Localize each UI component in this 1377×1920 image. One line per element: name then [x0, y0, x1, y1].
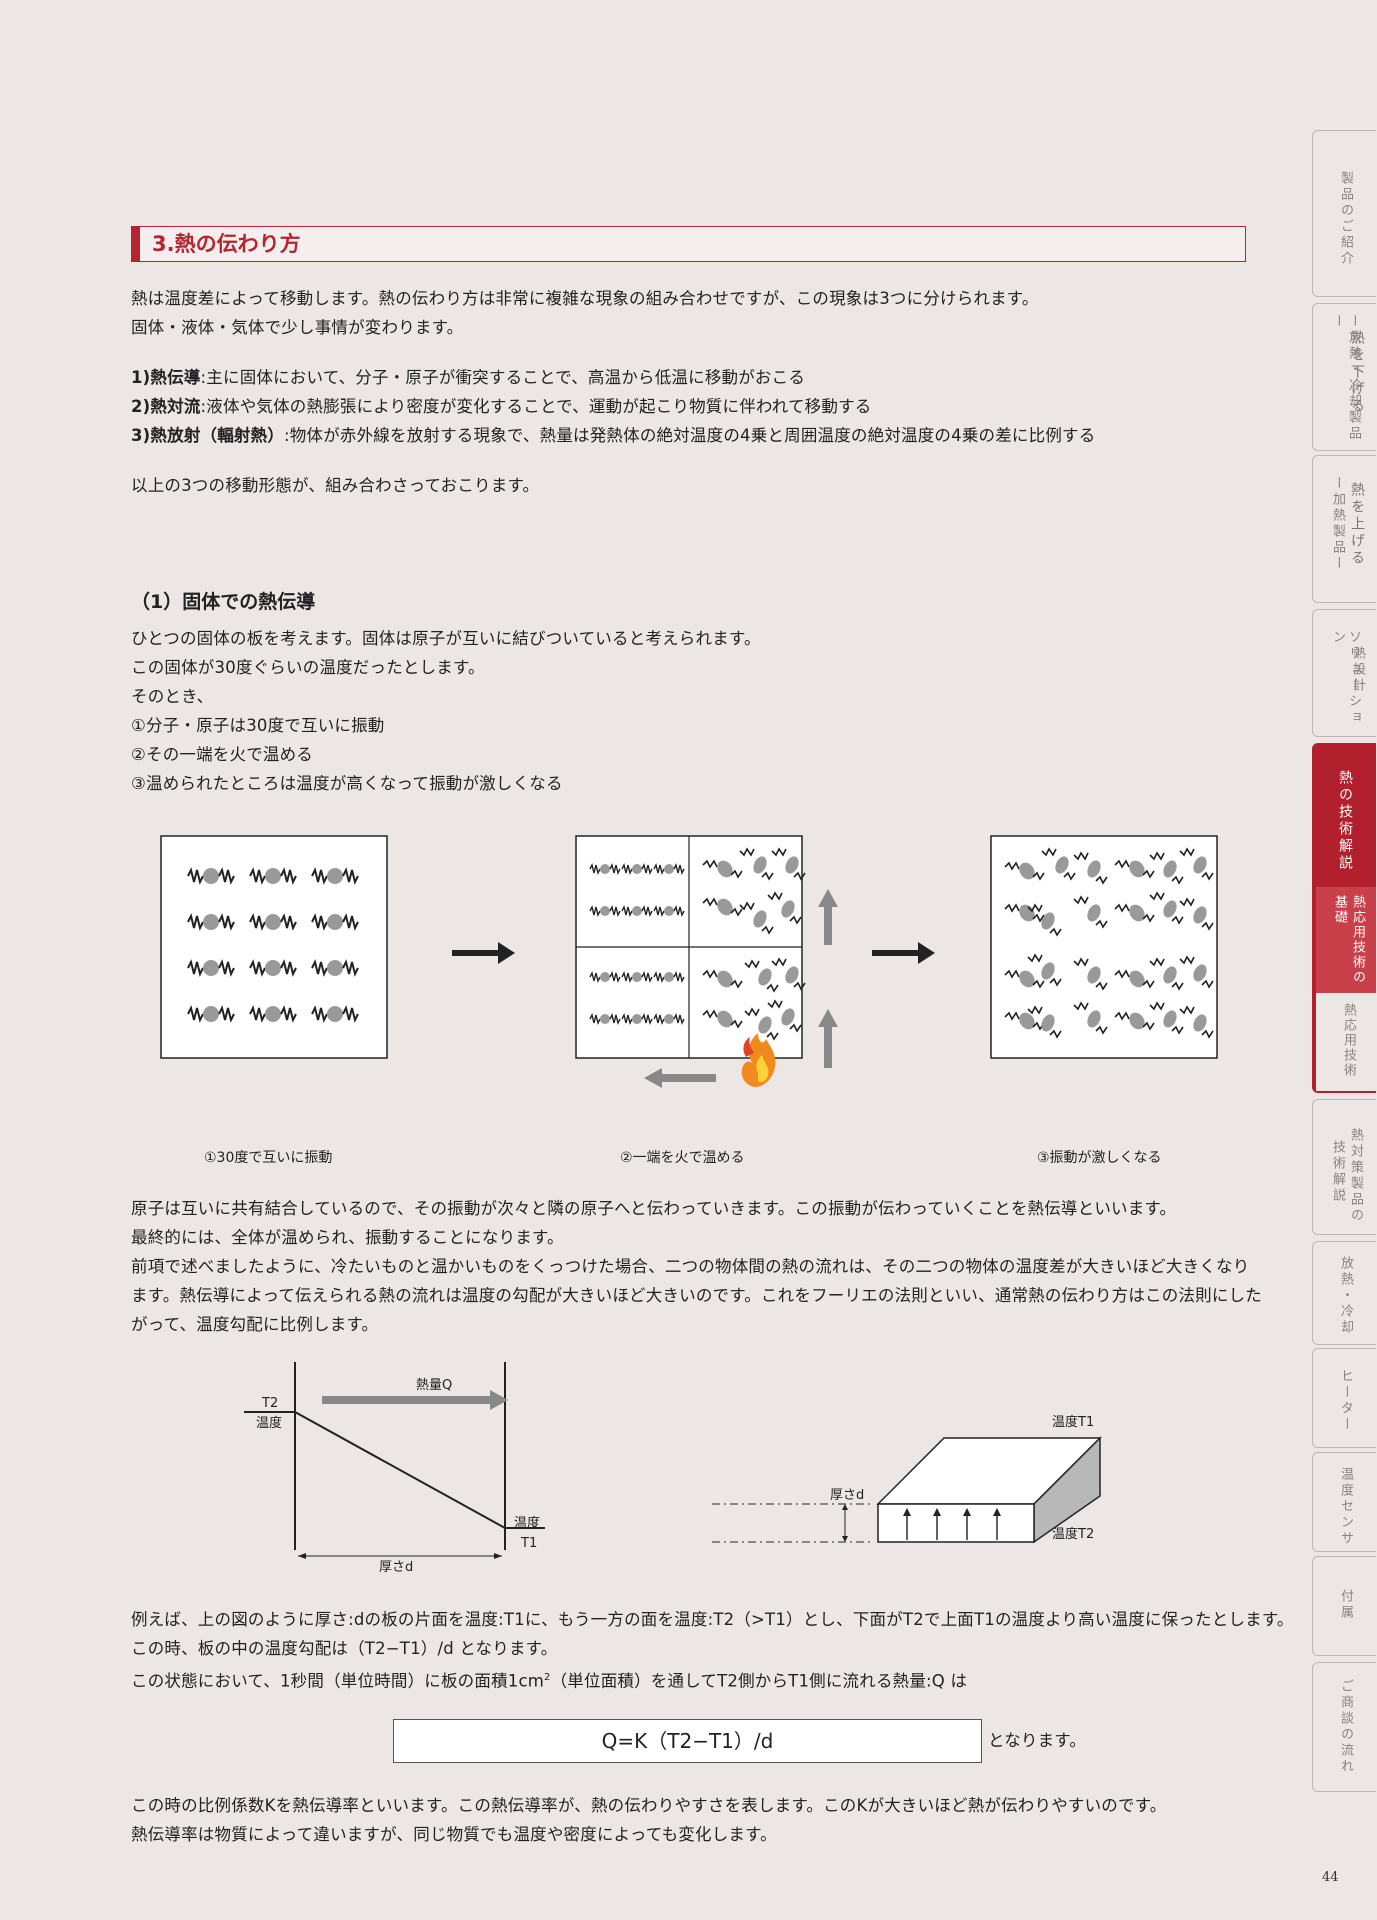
tab-cooling[interactable]: 放熱・冷却 [1312, 1241, 1376, 1345]
intro-line: 固体・液体・気体で少し事情が変わります。 [131, 318, 464, 337]
box-state-1 [160, 835, 388, 1059]
tab-cooling-products[interactable]: 熱を下げる ー放熱・冷却製品ー [1312, 303, 1376, 451]
subtab-label: 熱応用技術 [1341, 1003, 1356, 1078]
tab-sublabel: ー放熱・冷却製品ー [1330, 314, 1361, 442]
subtab-basics[interactable]: 熱応用技術の 基礎 [1316, 887, 1376, 993]
t2-label: T2 [262, 1396, 279, 1411]
example-text: （単位面積）を通してT2側からT1側に流れる熱量:Q は [550, 1671, 968, 1691]
box-state-2 [575, 835, 806, 1059]
tab-thermal-design[interactable]: 熱設計 ソリューション [1312, 609, 1376, 737]
tab-sublabel: 技術解説 [1330, 1140, 1345, 1204]
figure-caption-3: ③振動が激しくなる [1037, 1150, 1162, 1166]
tab-heating-products[interactable]: 熱を上げる ー加熱製品ー [1312, 455, 1376, 603]
section-header: 3.熱の伝わり方 [131, 226, 1246, 262]
tab-countermeasure-products[interactable]: 熱対策製品の 技術解説 [1312, 1099, 1376, 1235]
mode-label: 2)熱対流 [131, 397, 201, 416]
superscript: 2 [544, 1672, 551, 1683]
arrow-right-icon [872, 942, 935, 964]
explanation-line: がって、温度勾配に比例します。 [131, 1315, 379, 1334]
mode-label: 3)熱放射（輻射熱） [131, 426, 285, 445]
mode-text: :主に固体において、分子・原子が衝突することで、高温から低温に移動がおこる [200, 368, 806, 387]
figure-caption-1: ①30度で互いに振動 [204, 1150, 333, 1166]
mode-text: :液体や気体の熱膨張により密度が変化することで、運動が起こり物質に伴われて移動す… [200, 397, 872, 416]
mode-item: 2)熱対流:液体や気体の熱膨張により密度が変化することで、運動が起こり物質に伴わ… [131, 392, 1095, 421]
mode-text: :物体が赤外線を放射する現象で、熱量は発熱体の絶対温度の4乗と周囲温度の絶対温度… [284, 426, 1096, 445]
subtab-applied-tech[interactable]: 熱応用技術 [1316, 993, 1376, 1091]
intro-line: 熱は温度差によって移動します。熱の伝わり方は非常に複雑な現象の組み合わせですが、… [131, 289, 1039, 308]
tab-negotiation-flow[interactable]: ご商談の流れ [1312, 1662, 1376, 1792]
arrow-up-icon [818, 889, 838, 945]
flame-icon [741, 1033, 776, 1087]
tab-heater[interactable]: ヒーター [1312, 1348, 1376, 1448]
modes-list: 1)熱伝導:主に固体において、分子・原子が衝突することで、高温から低温に移動がお… [131, 363, 1095, 450]
subsection-line: そのとき、 [131, 687, 214, 706]
temp-t2-label: 温度T2 [1052, 1527, 1095, 1542]
t1-label: T1 [521, 1536, 538, 1551]
explanation-paragraph: 原子は互いに共有結合しているので、その振動が次々と隣の原子へと伝わっていきます。… [131, 1194, 1262, 1339]
formula-suffix: となります。 [988, 1731, 1087, 1750]
arrow-up-icon [818, 1009, 838, 1068]
temperature-gradient-diagram [244, 1362, 545, 1559]
tab-label: ご商談の流れ [1338, 1679, 1353, 1775]
section-title: 3.熱の伝わり方 [152, 232, 301, 256]
figure-caption-2: ②一端を火で温める [620, 1150, 745, 1166]
subsection-title: （1）固体での熱伝導 [131, 591, 316, 613]
tab-label: ヒーター [1338, 1369, 1353, 1433]
box-state-3 [990, 835, 1218, 1059]
mode-item: 3)熱放射（輻射熱）:物体が赤外線を放射する現象で、熱量は発熱体の絶対温度の4乗… [131, 421, 1095, 450]
tab-label: 熱対策製品の [1348, 1128, 1363, 1224]
example-paragraph: 例えば、上の図のように厚さ:dの板の片面を温度:T1に、もう一方の面を温度:T2… [131, 1605, 1294, 1696]
tab-label: 熱の技術解説 [1337, 770, 1353, 872]
heat-label: 熱量Q [416, 1378, 453, 1393]
tab-accessory[interactable]: 付属 [1312, 1556, 1376, 1656]
section-header-bar [132, 227, 140, 261]
arrow-left-icon [644, 1068, 716, 1088]
page-number: 44 [1322, 1870, 1339, 1885]
tab-temp-sensor[interactable]: 温度センサ [1312, 1452, 1376, 1552]
subsection-line: ひとつの固体の板を考えます。固体は原子が互いに結びついていると考えられます。 [131, 629, 761, 648]
subsection-line: ①分子・原子は30度で互いに振動 [131, 716, 385, 735]
tab-label: 熱を上げる [1349, 482, 1365, 567]
plate-thickness-label: 厚さd [830, 1488, 865, 1503]
explanation-line: ます。熱伝導によって伝えられる熱の流れは温度の勾配が大きいほど大きいのです。これ… [131, 1286, 1262, 1305]
formula-box: Q=K（T2−T1）/d [393, 1719, 982, 1763]
example-line: この時、板の中の温度勾配は（T2−T1）/d となります。 [131, 1639, 558, 1658]
mode-label: 1)熱伝導 [131, 368, 201, 387]
thickness-label: 厚さd [379, 1560, 414, 1575]
conclusion-line: この時の比例係数Kを熱伝導率といいます。この熱伝導率が、熱の伝わりやすさを表しま… [131, 1796, 1167, 1815]
subsection-paragraph: ひとつの固体の板を考えます。固体は原子が互いに結びついていると考えられます。 こ… [131, 624, 761, 798]
temp-left-label: 温度 [256, 1416, 283, 1431]
vibration-diagram [160, 835, 1218, 1088]
example-line: この状態において、1秒間（単位時間）に板の面積1cm2（単位面積）を通してT2側… [131, 1663, 1294, 1696]
subsection-line: この固体が30度ぐらいの温度だったとします。 [131, 658, 485, 677]
subtab-sublabel: 基礎 [1332, 895, 1347, 925]
tab-label: 熱設計 [1350, 646, 1365, 694]
tab-label: 製品のご紹介 [1338, 171, 1353, 267]
temp-right-label: 温度 [514, 1516, 541, 1531]
tab-label: 付属 [1338, 1589, 1353, 1621]
example-line: 例えば、上の図のように厚さ:dの板の片面を温度:T1に、もう一方の面を温度:T2… [131, 1610, 1294, 1629]
tab-label: 温度センサ [1338, 1467, 1353, 1547]
intro-paragraph: 熱は温度差によって移動します。熱の伝わり方は非常に複雑な現象の組み合わせですが、… [131, 284, 1039, 342]
tab-label: 熱を下げる [1349, 330, 1365, 415]
explanation-line: 最終的には、全体が温められ、振動することになります。 [131, 1228, 564, 1247]
example-text: この状態において、1秒間（単位時間）に板の面積1cm [131, 1671, 545, 1691]
tab-sublabel: ソリューション [1330, 630, 1361, 726]
arrow-right-icon [452, 942, 515, 964]
conclusion-paragraph: この時の比例係数Kを熱伝導率といいます。この熱伝導率が、熱の伝わりやすさを表しま… [131, 1791, 1166, 1849]
subsection-line: ③温められたところは温度が高くなって振動が激しくなる [131, 774, 563, 793]
tab-product-intro[interactable]: 製品のご紹介 [1312, 130, 1376, 297]
conclusion-line: 熱伝導率は物質によって違いますが、同じ物質でも温度や密度によっても変化します。 [131, 1825, 777, 1844]
mode-item: 1)熱伝導:主に固体において、分子・原子が衝突することで、高温から低温に移動がお… [131, 363, 1095, 392]
subsection-line: ②その一端を火で温める [131, 745, 313, 764]
combined-text: 以上の3つの移動形態が、組み合わさっておこります。 [131, 476, 540, 495]
temp-t1-label: 温度T1 [1052, 1415, 1095, 1430]
tab-label: 放熱・冷却 [1338, 1256, 1353, 1336]
plate-diagram [712, 1436, 1102, 1544]
explanation-line: 原子は互いに共有結合しているので、その振動が次々と隣の原子へと伝わっていきます。… [131, 1199, 1177, 1218]
tab-sublabel: ー加熱製品ー [1330, 476, 1345, 572]
explanation-line: 前項で述べましたように、冷たいものと温かいものをくっつけた場合、二つの物体間の熱… [131, 1257, 1250, 1276]
subtab-label: 熱応用技術の [1350, 895, 1365, 985]
